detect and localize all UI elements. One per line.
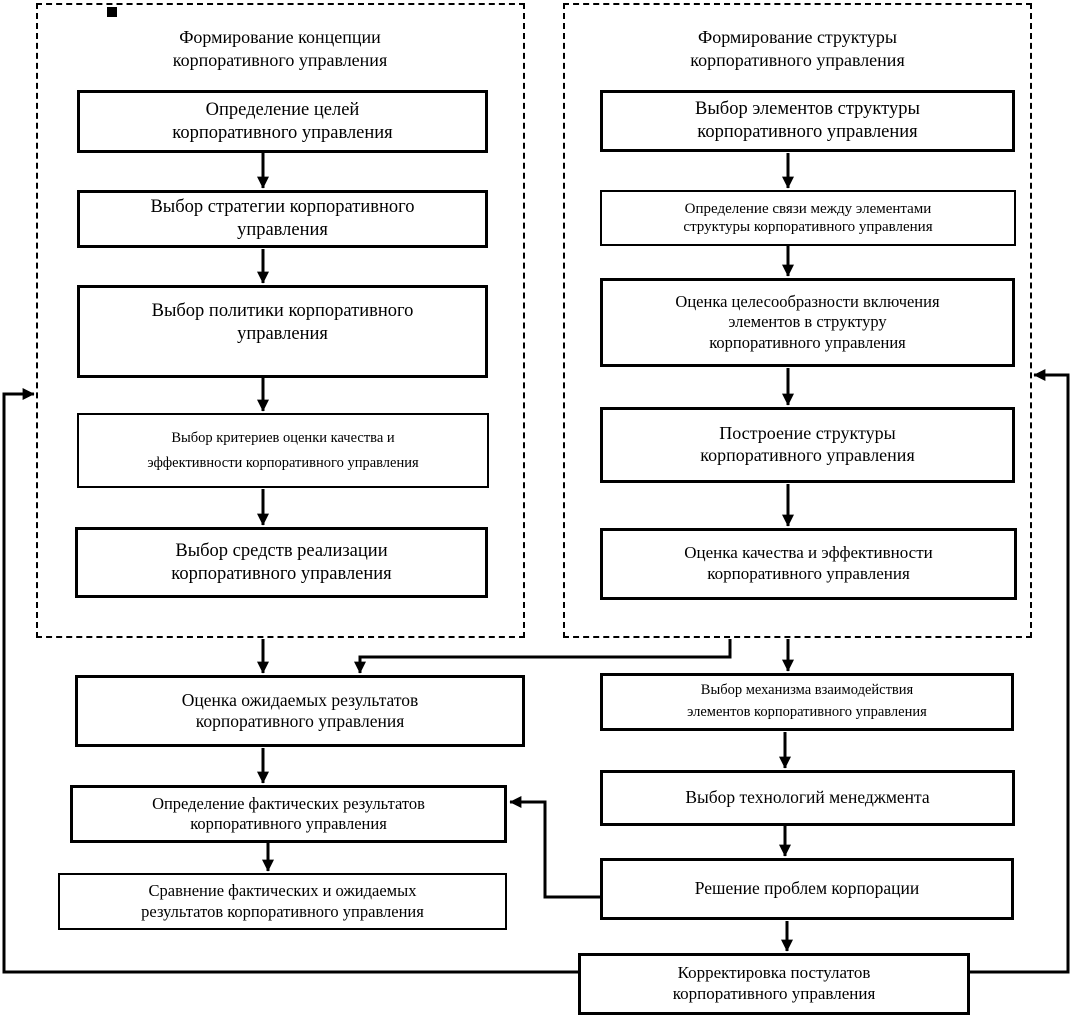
right-panel-title: Формирование структуры корпоративного уп…: [690, 27, 905, 71]
stray-square-mark: [107, 7, 117, 17]
flow-box-solve-corporation-problems: Решение проблем корпорации: [600, 858, 1014, 920]
flow-box-define-element-links: Определение связи между элементами струк…: [600, 190, 1016, 246]
feedback-loop-right: [970, 369, 1070, 974]
flow-box-assess-inclusion-feasibility: Оценка целесообразности включения элемен…: [600, 278, 1015, 367]
flow-box-choose-implementation-means: Выбор средств реализации корпоративного …: [75, 527, 488, 598]
left-panel-title: Формирование концепции корпоративного уп…: [172, 27, 388, 71]
flow-box-assess-expected-results: Оценка ожидаемых результатов корпоративн…: [75, 675, 525, 747]
flow-box-adjust-postulates: Корректировка постулатов корпоративного …: [578, 953, 970, 1015]
flow-box-determine-actual-results: Определение фактических результатов корп…: [70, 785, 507, 843]
flow-box-choose-structure-elements: Выбор элементов структуры корпоративного…: [600, 90, 1015, 152]
flow-box-choose-criteria: Выбор критериев оценки качества и эффект…: [77, 413, 489, 488]
right-panel-frame: [563, 3, 1032, 638]
flow-box-define-goals: Определение целей корпоративного управле…: [77, 90, 488, 153]
feedback-loop-left: [2, 388, 578, 974]
arrow-right-panel-to-l6: [354, 639, 732, 674]
left-panel-frame: [36, 3, 525, 638]
flow-box-choose-management-technologies: Выбор технологий менеджмента: [600, 770, 1015, 826]
flow-box-choose-policy: Выбор политики корпоративного управления: [77, 285, 488, 378]
arrow-r8-to-l7: [509, 796, 600, 899]
flow-box-choose-strategy: Выбор стратегии корпоративного управлени…: [77, 190, 488, 248]
flow-box-choose-interaction-mechanism: Выбор механизма взаимодействия элементов…: [600, 673, 1014, 731]
flow-box-build-structure: Построение структуры корпоративного упра…: [600, 407, 1015, 483]
flow-box-compare-results: Сравнение фактических и ожидаемых резуль…: [58, 873, 507, 930]
flow-box-assess-quality-effectiveness: Оценка качества и эффективности корпорат…: [600, 528, 1017, 600]
